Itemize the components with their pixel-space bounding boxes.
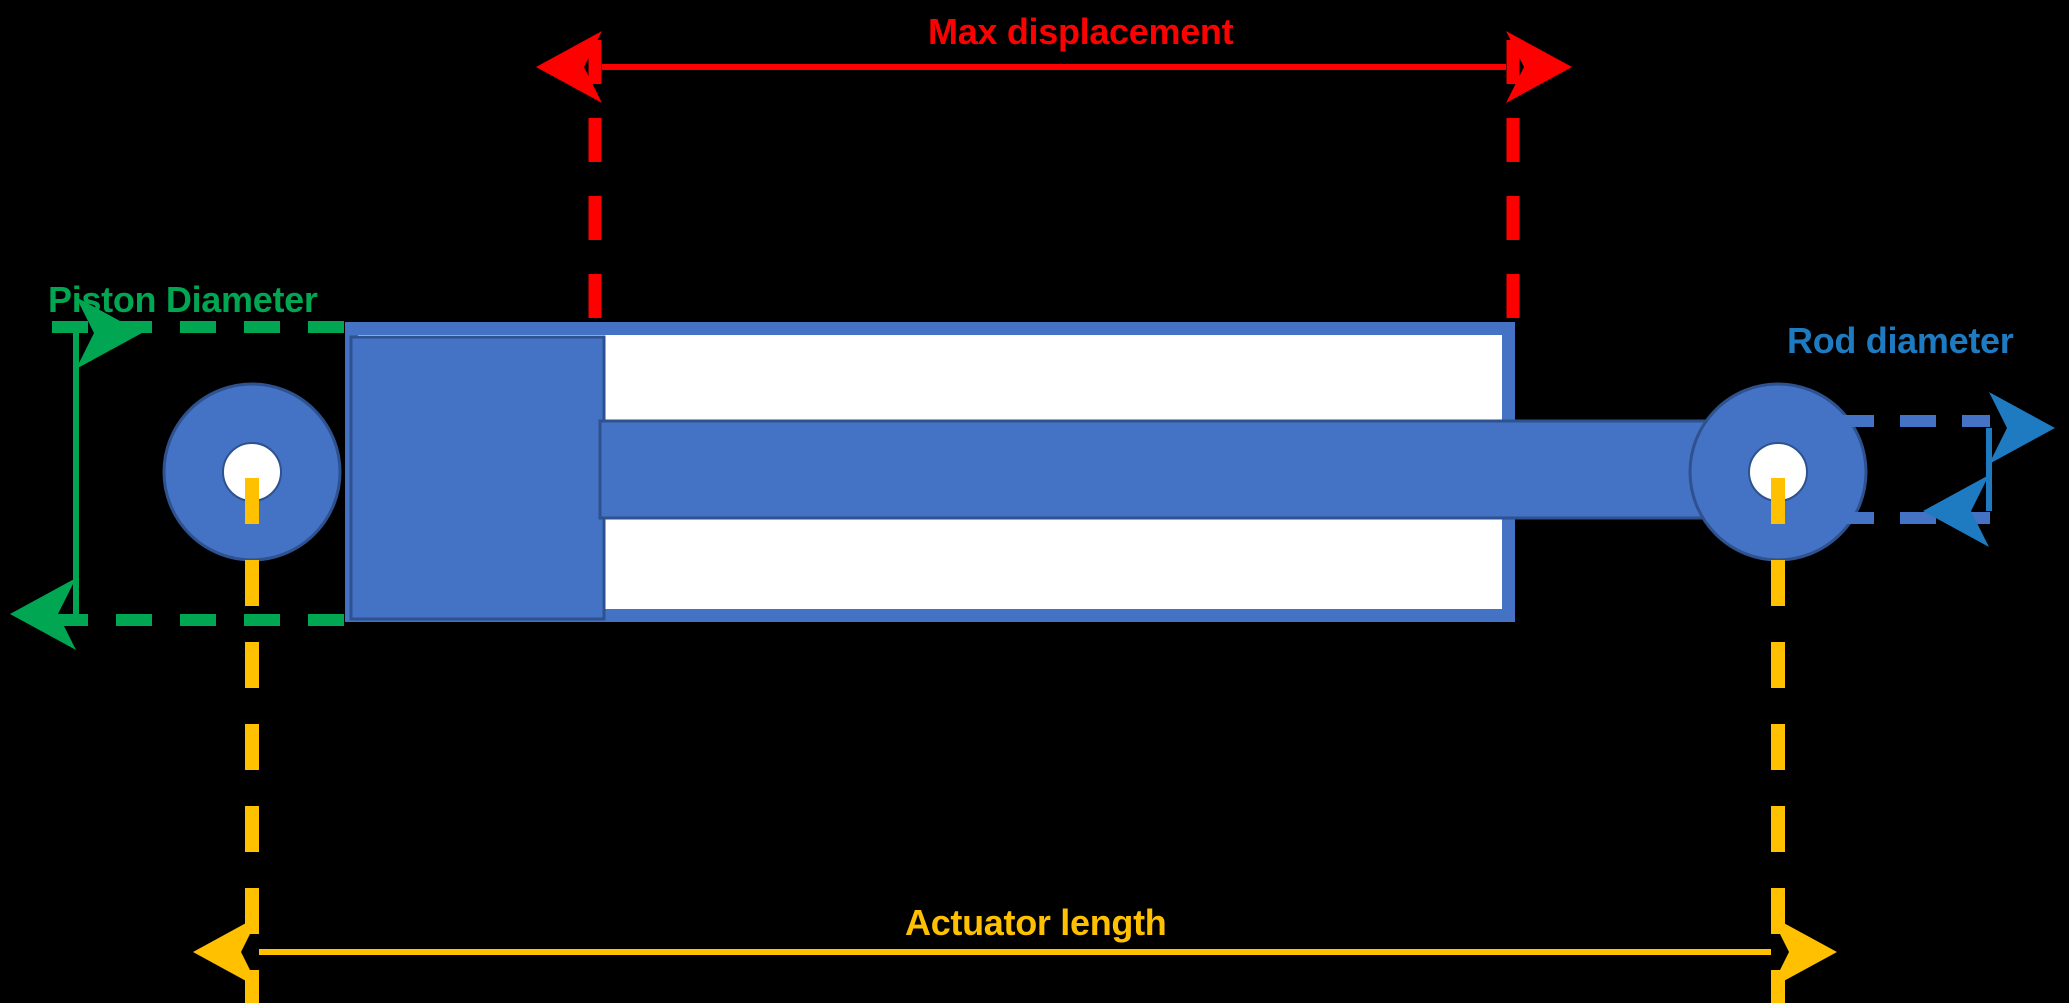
rear-mounting-eye xyxy=(162,382,342,562)
piston-diameter-label: Piston Diameter xyxy=(48,279,318,320)
front-mounting-eye xyxy=(1688,382,1868,562)
piston-rod xyxy=(598,419,1782,520)
dimension-piston-diameter xyxy=(10,297,345,650)
rod-diameter-label: Rod diameter xyxy=(1787,320,2014,361)
max-displacement-label: Max displacement xyxy=(928,11,1234,52)
actuator-length-label: Actuator length xyxy=(905,902,1167,943)
dimension-rod-diameter xyxy=(1838,392,2055,547)
dimension-actuator-length xyxy=(193,478,1837,1003)
dimension-max-displacement xyxy=(536,31,1572,325)
piston-block xyxy=(349,335,606,621)
